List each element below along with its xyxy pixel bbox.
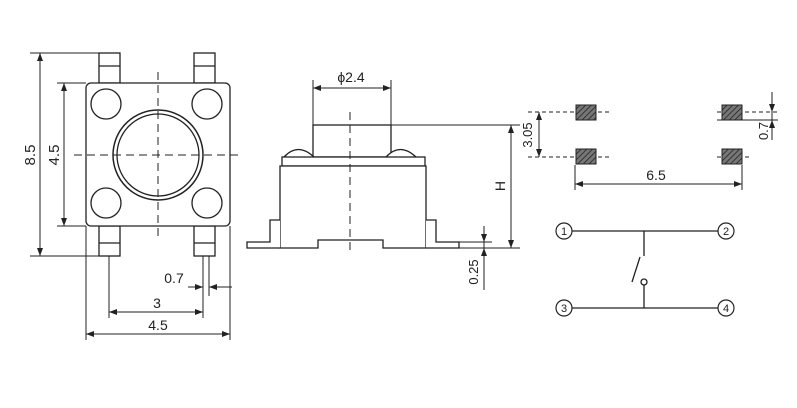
dim-standoff: 0.25 [466, 259, 481, 284]
pin-1-marker [555, 222, 573, 240]
lead-bottom-right [193, 225, 216, 257]
pin-3-marker [555, 299, 573, 317]
dim-pad-width: 0.7 [756, 122, 771, 140]
lead-bottom-left [98, 225, 121, 257]
dim-lead-spacing: 3 [153, 295, 161, 311]
pin-4-marker [717, 299, 735, 317]
dim-pad-span: 6.5 [646, 167, 666, 183]
dim-body-vertical: 4.5 [46, 145, 63, 166]
pin-3-label: 3 [561, 303, 567, 315]
corner-post [90, 187, 122, 219]
pin-4-label: 4 [723, 303, 729, 315]
pin-1-label: 1 [561, 226, 567, 238]
switch-contact [631, 256, 641, 283]
side-body [279, 165, 427, 249]
top-view [30, 52, 240, 340]
switch-schematic [571, 230, 718, 309]
dim-pad-pitch: 3.05 [520, 122, 535, 147]
lead-top-right [193, 52, 216, 84]
dim-total-height: 8.5 [22, 145, 39, 166]
pad [721, 148, 743, 165]
dim-lead-width: 0.7 [164, 270, 184, 286]
dim-height: H [492, 181, 508, 191]
corner-post [191, 187, 223, 219]
pad [575, 148, 597, 165]
side-view [246, 80, 520, 290]
pin-2-label: 2 [723, 226, 729, 238]
pads [575, 104, 743, 165]
plunger [312, 124, 392, 158]
corner-post [90, 88, 122, 120]
pin-2-marker [717, 222, 735, 240]
pad [721, 104, 743, 121]
lead-top-left [98, 52, 121, 84]
pad [575, 104, 597, 121]
dim-actuator-diameter: ϕ2.4 [337, 69, 365, 85]
corner-post [191, 88, 223, 120]
dim-body-horizontal: 4.5 [148, 317, 168, 333]
